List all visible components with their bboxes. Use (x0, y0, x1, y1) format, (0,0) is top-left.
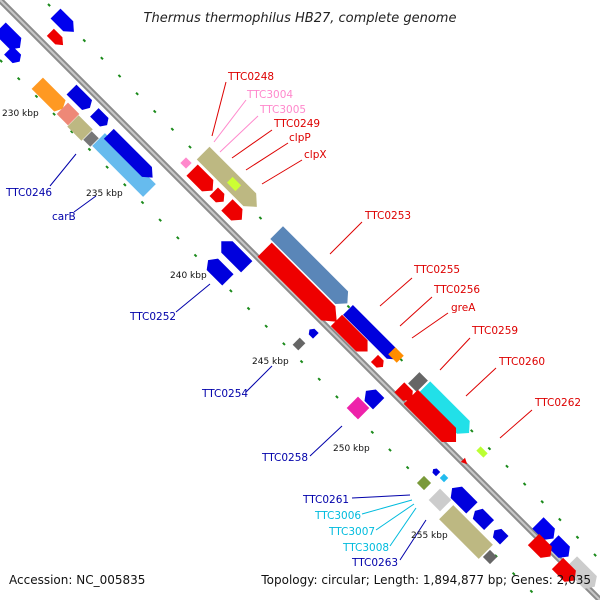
gene-red-clpp[interactable] (186, 164, 218, 196)
gene-red-clpx-1[interactable] (209, 187, 228, 206)
scale-tick-245: 245 kbp (252, 357, 289, 367)
gene-lightblue-carb[interactable] (92, 133, 156, 197)
gene-pink-ttc3004[interactable] (180, 157, 192, 169)
gene-red-top[interactable] (46, 28, 67, 49)
gene-gray-ttc0263[interactable] (482, 549, 498, 565)
gene-olive-ttc0261[interactable] (416, 475, 432, 491)
gene-red-ttc0259[interactable] (394, 382, 417, 405)
gene-label-ttc0249[interactable]: TTC0249 (273, 118, 320, 130)
gene-label-ttc0255[interactable]: TTC0255 (413, 264, 460, 276)
gene-olive-ttc0246[interactable] (67, 115, 93, 141)
gene-red-ttc0256[interactable] (330, 314, 373, 357)
gene-gray-ttc0259[interactable] (408, 372, 428, 392)
gene-steelblue-ttc0253[interactable] (270, 226, 353, 309)
gene-gray-ttc0254[interactable] (292, 337, 306, 351)
gene-blue-ttc0263-a[interactable] (446, 482, 478, 514)
gene-blue-ttc0254[interactable] (307, 327, 319, 339)
gene-lightgray-right[interactable] (564, 556, 600, 593)
gene-blue-right-1[interactable] (532, 517, 559, 544)
gene-lime-ttc0249[interactable] (226, 176, 242, 192)
gene-lime-ttc0262[interactable] (476, 446, 488, 458)
gene-label-ttc0263[interactable]: TTC0263 (351, 557, 398, 569)
gene-cyan-ttc3007[interactable] (439, 473, 449, 483)
gene-red-ttc0260[interactable] (403, 389, 463, 449)
scale-tick-230: 230 kbp (2, 109, 39, 119)
gene-blue-carb[interactable] (103, 128, 158, 183)
gene-label-clpp[interactable]: clpP (289, 132, 311, 144)
gene-blue-left-top[interactable] (0, 22, 26, 53)
tick-track-outer (47, 3, 600, 561)
gene-olive-ttc0248[interactable] (196, 146, 263, 213)
tick-track-inner (0, 59, 541, 600)
gene-label-ttc3006[interactable]: TTC3006 (314, 510, 361, 522)
gene-red-right-2[interactable] (551, 557, 580, 586)
gene-blue-top[interactable] (50, 8, 79, 37)
gene-gray-ttc0246[interactable] (83, 131, 99, 147)
gene-blue-right-2[interactable] (547, 535, 574, 562)
gene-label-ttc0252[interactable]: TTC0252 (129, 311, 176, 323)
gene-label-ttc0253[interactable]: TTC0253 (364, 210, 411, 222)
scale-tick-240: 240 kbp (170, 271, 207, 281)
topology-text: Topology: circular; Length: 1,894,877 bp… (261, 573, 591, 587)
gene-blue-ttc3006[interactable] (431, 467, 441, 477)
gene-salmon-230[interactable] (56, 102, 80, 126)
gene-label-grea[interactable]: greA (451, 302, 476, 314)
gene-label-clpx[interactable]: clpX (304, 149, 327, 161)
leader-lines-reverse (49, 153, 427, 561)
gene-blue-ttc0252-a[interactable] (202, 254, 234, 286)
gene-cyan-ttc0260[interactable] (417, 381, 475, 439)
gene-label-carb[interactable]: carB (52, 211, 76, 223)
gene-label-ttc3008[interactable]: TTC3008 (342, 542, 389, 554)
gene-red-clpx-2[interactable] (221, 199, 247, 225)
gene-olive-ttc0263[interactable] (439, 505, 493, 559)
gene-label-ttc3007[interactable]: TTC3007 (328, 526, 375, 538)
map-title: Thermus thermophilus HB27, complete geno… (144, 11, 457, 26)
accession-text: Accession: NC_005835 (9, 573, 146, 587)
gene-blue-ttc0263-c[interactable] (490, 526, 509, 545)
gene-label-ttc0262[interactable]: TTC0262 (534, 397, 581, 409)
leader-lines-forward (211, 81, 533, 439)
gene-blue-ttc0258[interactable] (360, 385, 385, 410)
gene-label-ttc0254[interactable]: TTC0254 (201, 388, 248, 400)
gene-blue-ttc0255[interactable] (343, 305, 402, 364)
gene-blue-ttc0263-b[interactable] (470, 506, 495, 531)
gene-lightgray-ttc3008[interactable] (428, 488, 452, 512)
gene-red-ttc0253[interactable] (257, 242, 344, 329)
gene-blue-ttc0252-b[interactable] (216, 236, 253, 273)
scale-tick-250: 250 kbp (333, 444, 370, 454)
gene-label-ttc0246[interactable]: TTC0246 (5, 187, 52, 199)
gene-label-ttc0259[interactable]: TTC0259 (471, 325, 518, 337)
gene-blue-left-top-2[interactable] (4, 46, 24, 66)
gene-red-right-1[interactable] (527, 533, 556, 562)
gene-orange-grea[interactable] (388, 347, 404, 363)
gene-red-ttc0256b[interactable] (370, 354, 387, 371)
gene-label-ttc0258[interactable]: TTC0258 (261, 452, 308, 464)
gene-label-ttc0256[interactable]: TTC0256 (433, 284, 480, 296)
gene-blue-230-a[interactable] (66, 84, 95, 113)
gene-label-ttc0261[interactable]: TTC0261 (302, 494, 349, 506)
gene-orange-230[interactable] (31, 77, 69, 115)
scale-tick-235: 235 kbp (86, 189, 123, 199)
gene-label-ttc3005[interactable]: TTC3005 (259, 104, 306, 116)
scale-tick-255: 255 kbp (411, 531, 448, 541)
gene-label-ttc0260[interactable]: TTC0260 (498, 356, 545, 368)
gene-label-ttc3004[interactable]: TTC3004 (246, 89, 293, 101)
gene-blue-230-b[interactable] (90, 108, 111, 129)
gene-label-ttc0248[interactable]: TTC0248 (227, 71, 274, 83)
